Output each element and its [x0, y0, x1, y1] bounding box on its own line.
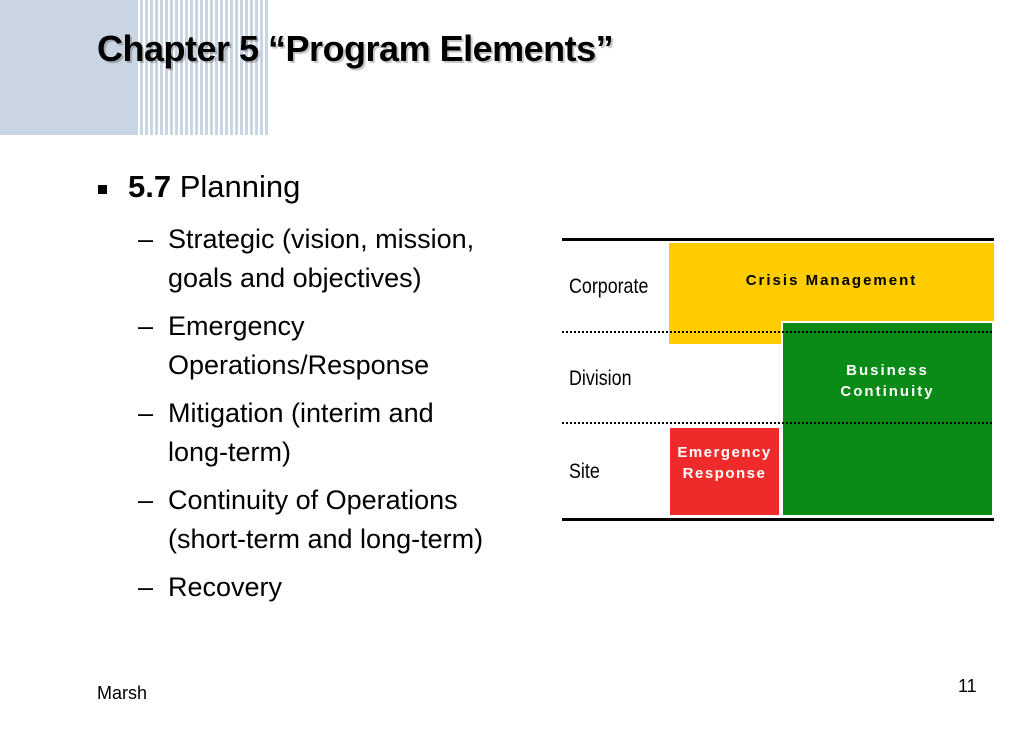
slide-title: Chapter 5 “Program Elements”: [97, 28, 614, 69]
emergency-response-line: Emergency: [677, 444, 772, 461]
main-bullet-text: Planning: [171, 169, 301, 204]
sub-bullet-item: – Continuity of Operations (short-term a…: [98, 481, 568, 559]
header-decoration-solid: [0, 0, 135, 135]
business-continuity-line: Business: [846, 362, 929, 379]
dash-bullet-icon: –: [138, 311, 154, 341]
dash-bullet-icon: –: [138, 224, 154, 254]
main-bullet: 5.7 Planning: [98, 168, 568, 206]
sub-bullet-line: Operations/Response: [168, 350, 430, 380]
dotted-divider-corporate-division: [562, 331, 992, 333]
sub-bullet-list: – Strategic (vision, mission, goals and …: [98, 220, 568, 607]
row-label-site: Site: [569, 460, 600, 483]
dash-bullet-icon: –: [138, 398, 154, 428]
dotted-divider-division-site: [562, 422, 992, 424]
sub-bullet-line: long-term): [168, 437, 292, 467]
bottom-rule: [562, 518, 994, 521]
dash-bullet-icon: –: [138, 485, 154, 515]
sub-bullet-line: Recovery: [168, 572, 283, 602]
sub-bullet-line: (short-term and long-term): [168, 524, 484, 554]
crisis-management-label: Crisis Management: [745, 272, 918, 289]
sub-bullet-line: Continuity of Operations: [168, 485, 458, 515]
header-decoration-striped: [135, 0, 270, 135]
row-label-division: Division: [569, 367, 632, 390]
bullet-list: 5.7 Planning – Strategic (vision, missio…: [98, 168, 568, 616]
footer-company: Marsh: [97, 683, 148, 703]
dash-bullet-icon: –: [138, 572, 154, 602]
main-bullet-number: 5.7: [128, 169, 172, 204]
sub-bullet-item: – Emergency Operations/Response: [98, 307, 568, 385]
page-number: 11: [958, 676, 977, 696]
square-bullet-icon: [98, 185, 107, 194]
sub-bullet-line: Strategic (vision, mission,: [168, 224, 475, 254]
sub-bullet-item: – Recovery: [98, 568, 568, 607]
top-rule: [562, 238, 994, 241]
business-continuity-line: Continuity: [840, 383, 935, 400]
sub-bullet-line: Mitigation (interim and: [168, 398, 434, 428]
emergency-response-line: Response: [682, 465, 767, 482]
sub-bullet-line: goals and objectives): [168, 263, 422, 293]
sub-bullet-line: Emergency: [168, 311, 305, 341]
sub-bullet-item: – Strategic (vision, mission, goals and …: [98, 220, 568, 298]
sub-bullet-item: – Mitigation (interim and long-term): [98, 394, 568, 472]
row-label-corporate: Corporate: [569, 275, 649, 298]
